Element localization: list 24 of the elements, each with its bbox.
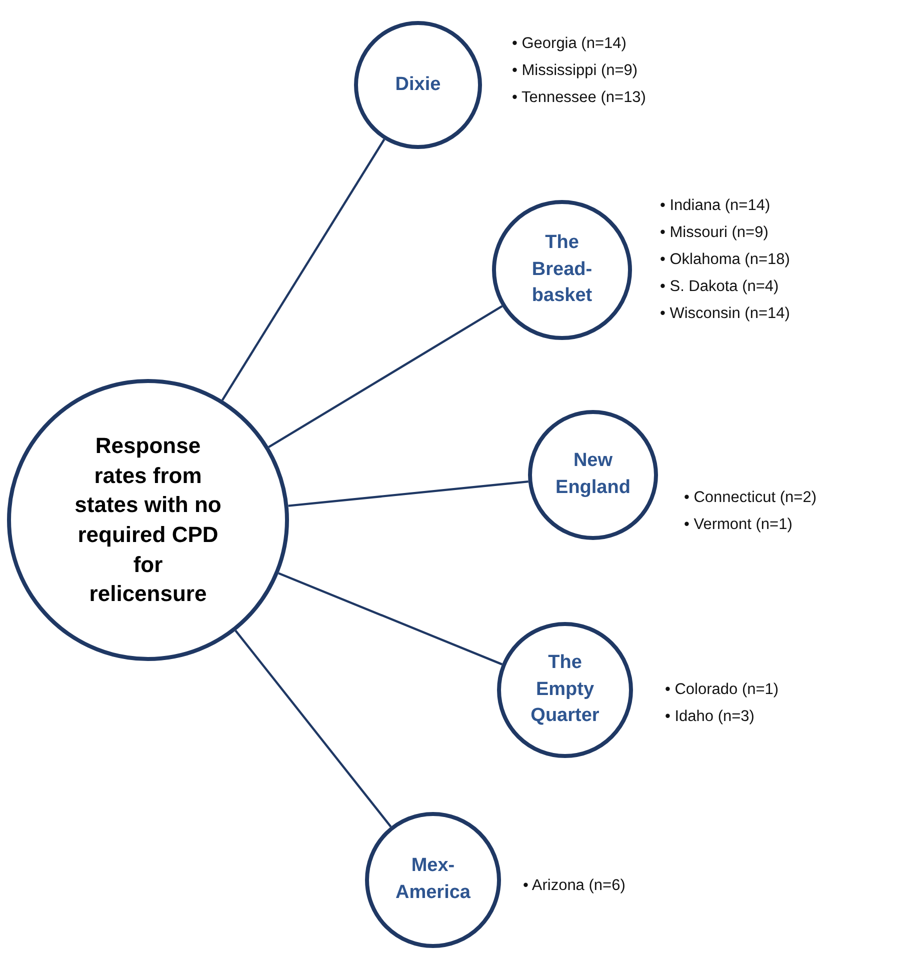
region-label: New England xyxy=(554,449,632,500)
state-list-item: • Connecticut (n=2) xyxy=(684,488,817,508)
state-list-item: • Vermont (n=1) xyxy=(684,515,794,535)
state-list-item: • Mississippi (n=9) xyxy=(512,61,639,81)
connector-line xyxy=(268,305,503,448)
state-list-item: • Idaho (n=3) xyxy=(665,707,756,727)
connector-line xyxy=(234,630,392,828)
state-list-item: • S. Dakota (n=4) xyxy=(660,277,780,297)
state-list-item: • Indiana (n=14) xyxy=(660,196,772,216)
state-list-item: • Colorado (n=1) xyxy=(665,680,779,700)
state-list-item: • Arizona (n=6) xyxy=(523,876,626,896)
connector-line xyxy=(288,480,528,507)
state-list-item: • Tennessee (n=13) xyxy=(512,88,646,108)
connector-line xyxy=(221,138,386,401)
region-label: The Bread-basket xyxy=(530,231,594,308)
connector-line xyxy=(278,572,502,666)
region-label: The Empty Quarter xyxy=(530,651,600,728)
central-label: Response rates from states with no required CPD for relicensure xyxy=(74,432,222,608)
state-list-item: • Oklahoma (n=18) xyxy=(660,250,790,270)
region-label: Mex-America xyxy=(394,854,472,905)
state-list-item: • Wisconsin (n=14) xyxy=(660,304,790,324)
state-list-item: • Georgia (n=14) xyxy=(512,34,628,54)
region-label: Dixie xyxy=(394,72,442,97)
state-list-item: • Missouri (n=9) xyxy=(660,223,770,243)
